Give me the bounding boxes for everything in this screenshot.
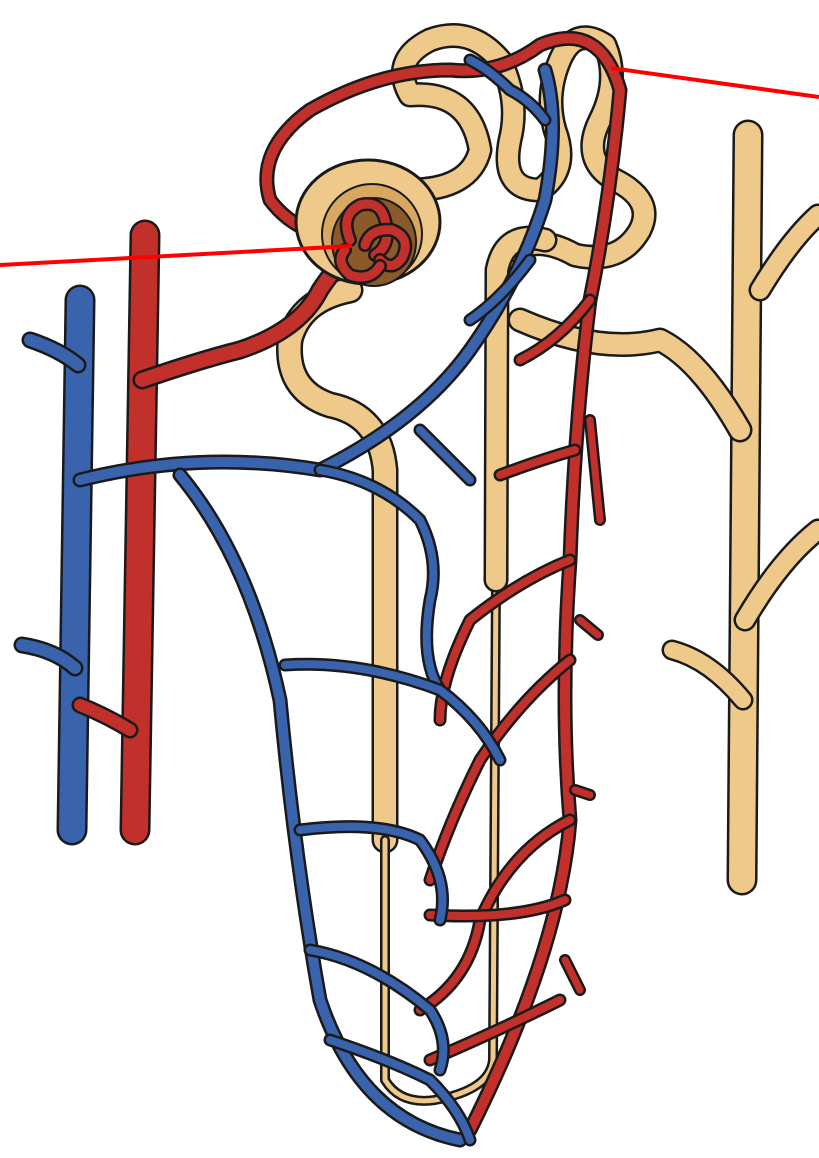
pointer-line-tubule <box>611 68 819 97</box>
interlobular-vein <box>72 300 80 830</box>
vein-outer-arc <box>180 475 460 1140</box>
capillary-red-stub-3 <box>575 790 590 795</box>
descending-limb <box>290 290 386 840</box>
bowmans-capsule <box>296 160 440 286</box>
interlobular-artery <box>135 235 145 830</box>
collecting-duct <box>742 135 748 880</box>
capillary-blue-2 <box>420 430 470 480</box>
capillary-red-stub-4 <box>565 960 580 990</box>
capillary-red-2 <box>500 450 575 475</box>
capillary-red-stub-2 <box>580 620 598 635</box>
capillary-red-stub-1 <box>590 420 600 520</box>
collecting-duct-branch-upper <box>760 215 818 290</box>
pointer-line-glomerulus <box>0 246 352 265</box>
capillary-blue-4 <box>300 827 443 920</box>
